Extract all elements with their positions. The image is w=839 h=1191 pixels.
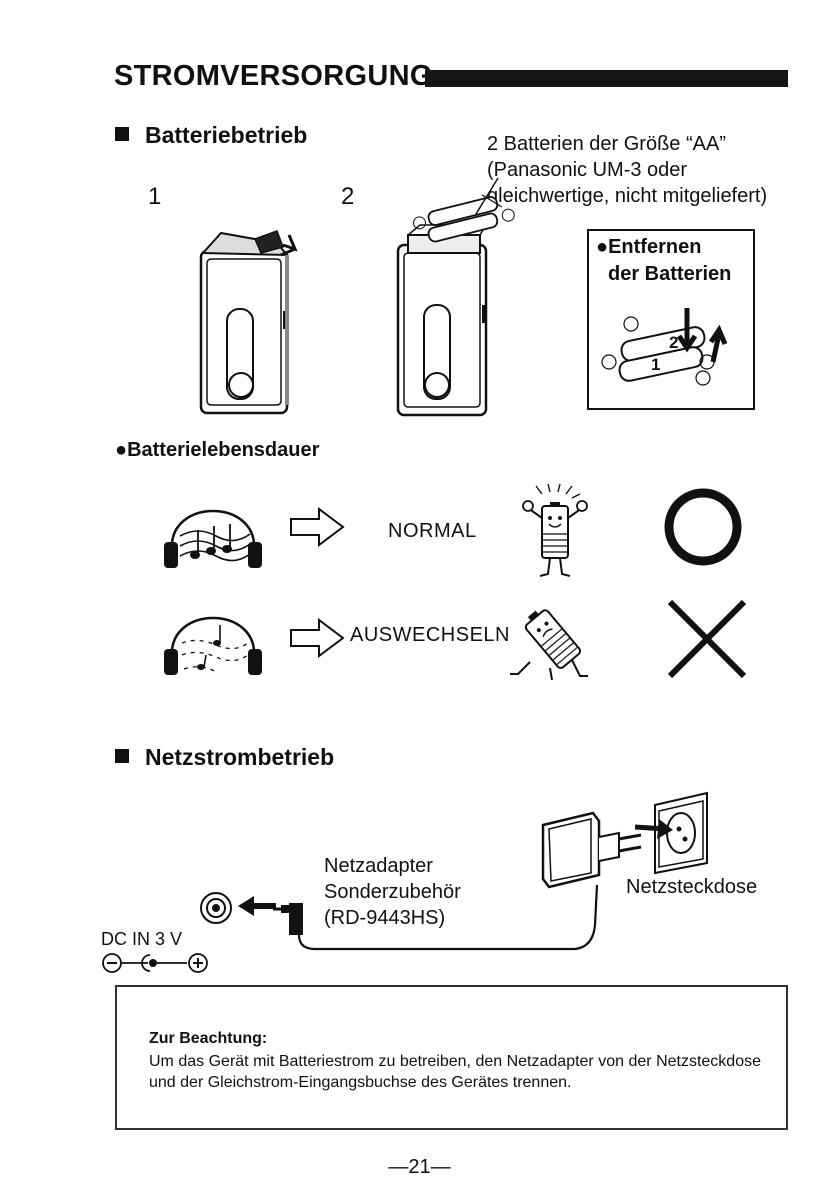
section-heading-mains: Netzstrombetrieb — [115, 744, 334, 771]
square-bullet-icon — [115, 749, 129, 763]
socket-label: Netzsteckdose — [626, 876, 758, 898]
page-title: STROMVERSORGUNG — [114, 60, 433, 92]
polarity-symbol-icon — [102, 953, 208, 973]
removal-step-1-label: 1 — [651, 355, 660, 374]
tired-battery-icon — [510, 609, 588, 681]
title-bar — [425, 70, 788, 87]
circle-ok-icon — [664, 488, 742, 566]
battery-removal-illustration: 2 1 — [601, 308, 728, 386]
happy-battery-icon — [522, 483, 588, 577]
arrow-right-icon — [290, 618, 345, 658]
note-body: Um das Gerät mit Batteriestrom zu betrei… — [149, 1053, 761, 1091]
headphones-weak-icon — [164, 616, 262, 675]
spec-leader-line — [475, 177, 499, 215]
battery-spec-line: (Panasonic UM-3 oder — [487, 159, 688, 181]
headphones-normal-icon — [164, 509, 262, 568]
battery-removal-box — [587, 229, 755, 410]
battery-removal-title: ●Entfernen der Batterien — [596, 234, 731, 288]
battery-removal-line: ●Entfernen — [596, 236, 702, 258]
ac-adapter-illustration — [273, 791, 708, 951]
square-bullet-icon — [115, 127, 129, 141]
section-heading-mains-label: Netzstrombetrieb — [145, 744, 335, 770]
adapter-caption: Netzadapter Sonderzubehör (RD-9443HS) — [324, 853, 461, 931]
step-number-1: 1 — [148, 183, 162, 210]
step-number-2: 2 — [341, 183, 355, 210]
note-box — [115, 985, 788, 1130]
section-heading-battery: Batteriebetrieb — [115, 122, 307, 149]
cross-ng-icon — [667, 599, 747, 679]
note-title: Zur Beachtung: — [149, 1030, 268, 1047]
adapter-caption-line: Sonderzubehör — [324, 881, 461, 903]
battery-spec: 2 Batterien der Größe “AA” (Panasonic UM… — [487, 131, 767, 209]
plug-direction-arrow-icon — [238, 896, 276, 916]
adapter-caption-line: Netzadapter — [324, 855, 433, 877]
player-open-lid-illustration — [199, 230, 298, 415]
battery-removal-line: der Batterien — [608, 263, 732, 285]
page-number: —21— — [388, 1156, 451, 1178]
replace-label: AUSWECHSELN — [350, 624, 510, 646]
battery-spec-line: gleichwertige, nicht mitgeliefert) — [487, 185, 768, 207]
adapter-caption-line: (RD-9443HS) — [324, 907, 446, 929]
section-heading-battery-label: Batteriebetrieb — [145, 122, 308, 148]
arrow-right-icon — [290, 507, 345, 547]
battery-life-heading: ●Batterielebensdauer — [115, 439, 320, 461]
normal-label: NORMAL — [388, 520, 477, 542]
removal-step-2-label: 2 — [669, 333, 678, 352]
dc-jack-icon — [200, 892, 232, 924]
player-battery-insert-illustration — [396, 194, 515, 417]
battery-spec-line: 2 Batterien der Größe “AA” — [487, 133, 726, 155]
dc-input-label: DC IN 3 V — [101, 929, 183, 949]
